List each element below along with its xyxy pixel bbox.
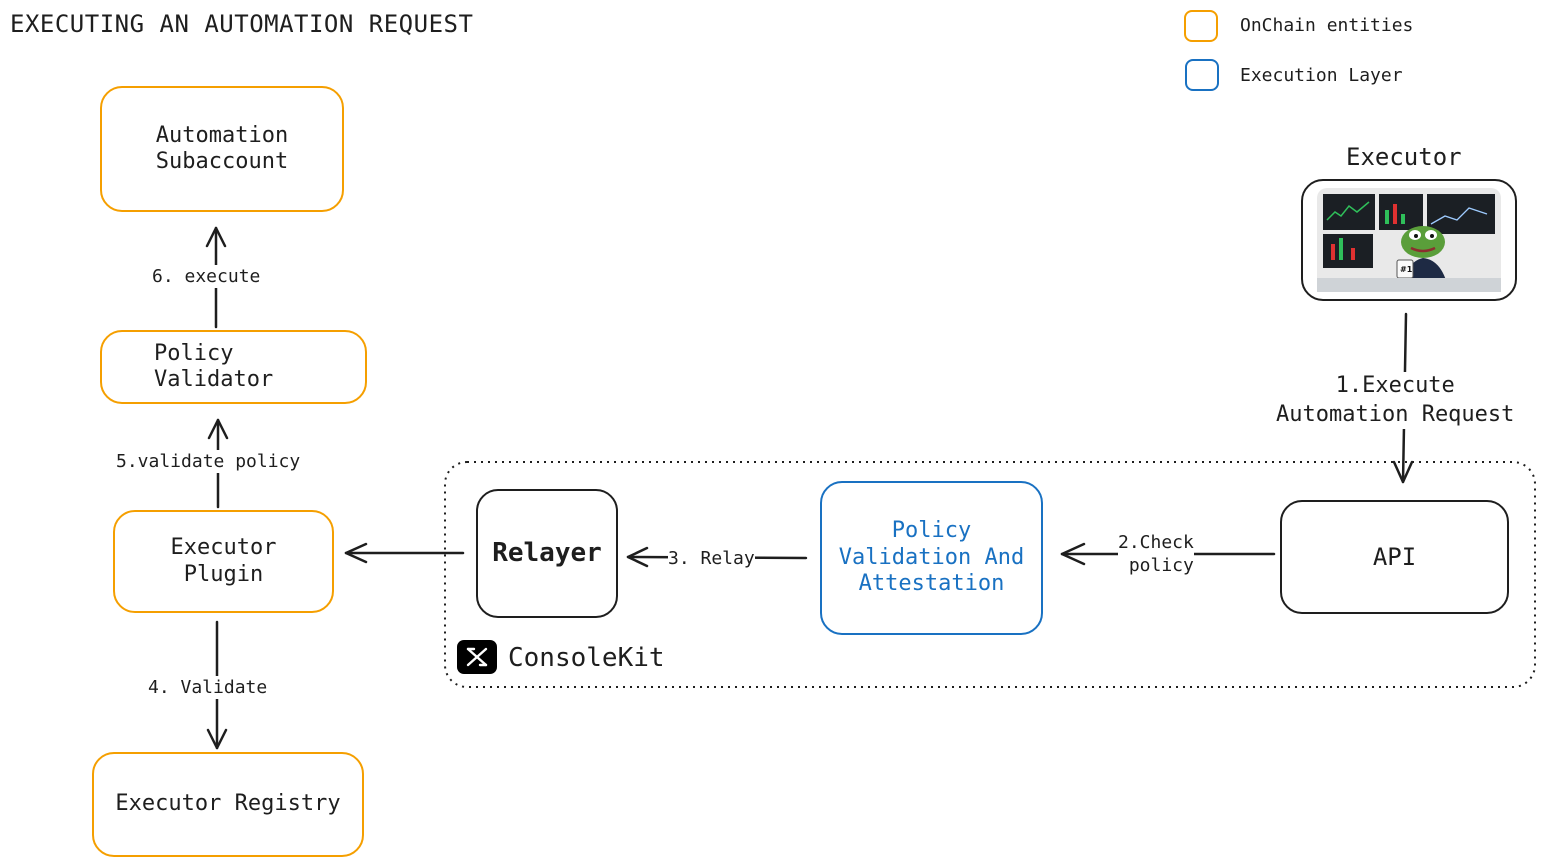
legend-execution-label: Execution Layer: [1240, 65, 1403, 86]
edge-validate-policy-arrowhead: [207, 418, 229, 440]
edge-validate-policy-label: 5.validate policy: [116, 450, 301, 474]
edge-relayer-plugin-arrowhead: [344, 542, 368, 564]
edge-relay-label: 3. Relay: [668, 547, 755, 571]
edge-validate-arrowhead: [206, 728, 228, 750]
policy-validation-node: Policy Validation And Attestation: [820, 481, 1043, 635]
edge-execute-request-label: 1.Execute Automation Request: [1276, 372, 1515, 430]
edge-execute-arrowhead: [205, 226, 227, 248]
edge-relay-arrowhead: [626, 546, 649, 568]
legend-onchain-swatch: [1184, 10, 1218, 42]
edge-check-policy-label: 2.Check policy: [1118, 531, 1194, 578]
diagram-title: EXECUTING AN AUTOMATION REQUEST: [10, 10, 474, 38]
edge-check-policy-arrowhead: [1060, 542, 1086, 566]
svg-text:#1: #1: [1400, 265, 1413, 274]
executor-plugin-node: Executor Plugin: [113, 510, 334, 613]
edge-execute-request-arrowhead: [1392, 460, 1414, 484]
executor-node: #1: [1301, 179, 1517, 301]
api-node: API: [1280, 500, 1509, 614]
legend-onchain-label: OnChain entities: [1240, 15, 1414, 36]
executor-trader-illustration: #1: [1317, 188, 1501, 292]
policy-validator-node: Policy Validator: [100, 330, 367, 404]
legend-execution-swatch: [1185, 59, 1219, 91]
edge-execute-label: 6. execute: [152, 265, 261, 289]
consolekit-label: ConsoleKit: [508, 643, 665, 673]
relayer-node: Relayer: [476, 489, 618, 618]
edge-validate-label: 4. Validate: [148, 676, 268, 700]
automation-subaccount-node: Automation Subaccount: [100, 86, 344, 212]
consolekit-group-border: [444, 461, 1536, 688]
consolekit-logo-icon: [457, 640, 497, 674]
executor-registry-node: Executor Registry: [92, 752, 364, 857]
executor-title: Executor: [1346, 143, 1462, 171]
